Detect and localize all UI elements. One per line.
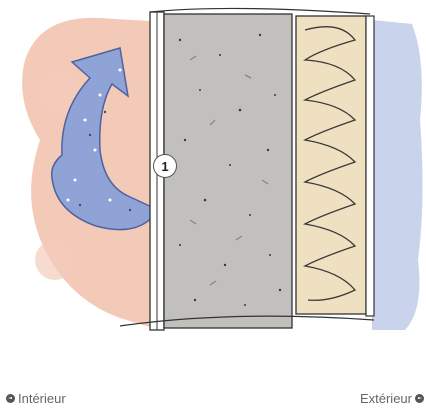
- concrete-wall: [164, 14, 292, 328]
- wall-section-diagram: [0, 0, 426, 340]
- legend-exterior-label: Extérieur: [360, 391, 412, 406]
- exterior-render: [366, 16, 374, 316]
- arrow-left-circle-icon: [6, 394, 15, 403]
- legend-exterior: Extérieur: [360, 391, 424, 406]
- arrow-right-circle-icon: [415, 394, 424, 403]
- legend-interior-label: Intérieur: [18, 391, 66, 406]
- legend-interior: Intérieur: [6, 391, 66, 406]
- sketch-top: [150, 8, 370, 14]
- interior-zone-blob: [35, 240, 75, 280]
- callout-marker-1: 1: [153, 154, 177, 178]
- exterior-zone: [372, 20, 423, 330]
